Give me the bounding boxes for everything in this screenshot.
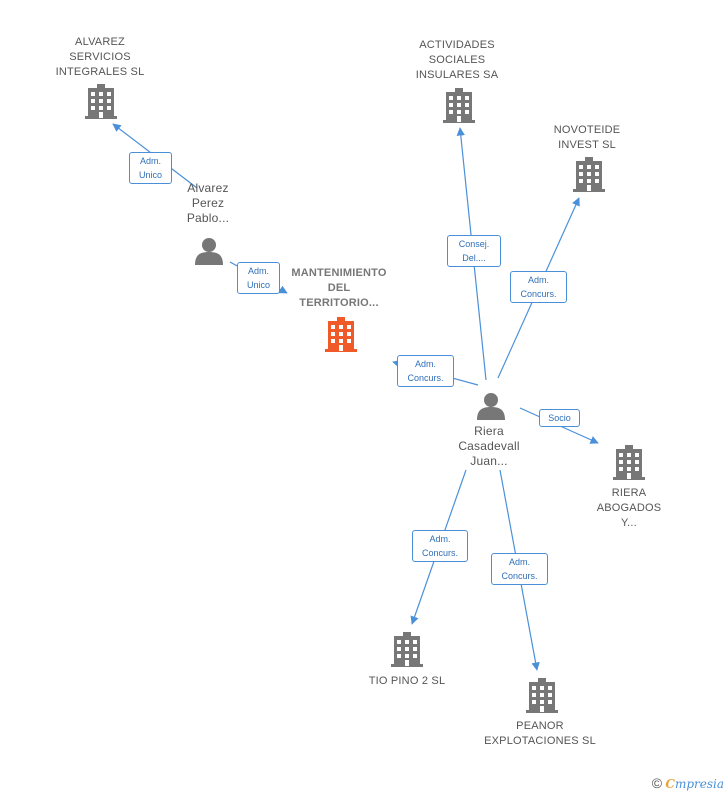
node-label-line: INVEST SL xyxy=(558,139,616,151)
edge-label-line: Unico xyxy=(138,170,162,180)
brand-name: mpresia xyxy=(674,777,724,791)
person-icon[interactable] xyxy=(477,393,505,420)
edge-label-line: Adm. xyxy=(429,534,451,544)
node-label-line: NOVOTEIDE xyxy=(553,124,621,136)
edge-label-line: Socio xyxy=(548,413,571,423)
node-label-line: Pablo... xyxy=(186,211,230,225)
node-label-line: RIERA xyxy=(611,487,647,499)
edge-label-line: Adm. xyxy=(508,557,530,567)
node-label-line: Alvarez xyxy=(187,181,229,195)
edge-label-line: Concurs. xyxy=(421,548,458,558)
edge-label-adm-concurs[interactable]: Adm. Concurs. xyxy=(397,355,454,387)
node-alvarez-servicios[interactable]: ALVAREZ SERVICIOS INTEGRALES SL xyxy=(40,35,160,80)
node-label-line: SERVICIOS xyxy=(69,51,131,63)
node-label-line: SOCIALES xyxy=(428,54,486,66)
edge-label-line: Concurs. xyxy=(520,289,557,299)
node-label-line: INTEGRALES SL xyxy=(55,66,145,78)
node-tio-pino[interactable]: TIO PINO 2 SL xyxy=(352,674,462,689)
building-icon[interactable] xyxy=(613,445,645,480)
edge-label-line: Adm. xyxy=(414,359,436,369)
edge-label-adm-concurs[interactable]: Adm. Concurs. xyxy=(510,271,567,303)
copyright-icon: © xyxy=(651,775,663,791)
node-label-line: EXPLOTACIONES SL xyxy=(484,735,596,747)
node-label-line: TERRITORIO... xyxy=(299,297,379,309)
edge-label-line: Unico xyxy=(246,280,270,290)
building-icon[interactable] xyxy=(85,84,117,119)
edge-label-adm-concurs[interactable]: Adm. Concurs. xyxy=(412,530,468,562)
node-label-line: ABOGADOS xyxy=(596,502,662,514)
node-label-line: TIO PINO 2 SL xyxy=(368,675,446,687)
edge-label-line: Adm. xyxy=(247,266,269,276)
node-mantenimiento[interactable]: MANTENIMIENTO DEL TERRITORIO... xyxy=(278,266,400,311)
edge-label-line: Del.... xyxy=(462,253,486,263)
node-novoteide[interactable]: NOVOTEIDE INVEST SL xyxy=(527,123,647,153)
edge-label-line: Concurs. xyxy=(407,373,444,383)
node-label-line: ALVAREZ xyxy=(75,36,125,48)
building-icon[interactable] xyxy=(391,632,423,667)
node-label-line: INSULARES SA xyxy=(415,69,499,81)
node-label-line: DEL xyxy=(327,282,351,294)
node-alvarez-perez[interactable]: Alvarez Perez Pablo... xyxy=(168,181,248,226)
node-label-line: MANTENIMIENTO xyxy=(291,267,387,279)
node-label-line: PEANOR xyxy=(516,720,564,732)
node-label-line: Perez xyxy=(191,196,225,210)
edge-label-line: Consej. xyxy=(458,239,490,249)
person-icon[interactable] xyxy=(195,238,223,265)
building-icon[interactable] xyxy=(573,157,605,192)
edge-label-adm-unico[interactable]: Adm. Unico xyxy=(129,152,172,184)
node-label-line: Y... xyxy=(621,517,637,529)
node-label-line: Riera xyxy=(474,424,504,438)
building-icon[interactable] xyxy=(526,678,558,713)
edge-label-adm-unico[interactable]: Adm. Unico xyxy=(237,262,280,294)
node-riera-abogados[interactable]: RIERA ABOGADOS Y... xyxy=(579,486,679,531)
node-riera-casadevall[interactable]: Riera Casadevall Juan... xyxy=(449,424,529,469)
node-label-line: Juan... xyxy=(470,454,508,468)
building-icon[interactable] xyxy=(443,88,475,123)
node-label-line: Casadevall xyxy=(458,439,520,453)
edge-label-line: Adm. xyxy=(527,275,549,285)
edge-label-consej-del[interactable]: Consej. Del.... xyxy=(447,235,501,267)
brand-footer[interactable]: © Cmpresia xyxy=(652,775,724,791)
brand-logo: Cmpresia xyxy=(665,777,724,791)
node-label-line: ACTIVIDADES xyxy=(419,39,495,51)
edge-label-line: Concurs. xyxy=(501,571,538,581)
brand-initial: C xyxy=(665,777,675,791)
edge-label-line: Adm. xyxy=(139,156,161,166)
node-actividades-sociales[interactable]: ACTIVIDADES SOCIALES INSULARES SA xyxy=(397,38,517,83)
node-peanor[interactable]: PEANOR EXPLOTACIONES SL xyxy=(474,719,606,749)
edge-label-socio[interactable]: Socio xyxy=(539,409,580,427)
edge-label-adm-concurs[interactable]: Adm. Concurs. xyxy=(491,553,548,585)
focus-building-icon[interactable] xyxy=(325,317,357,352)
